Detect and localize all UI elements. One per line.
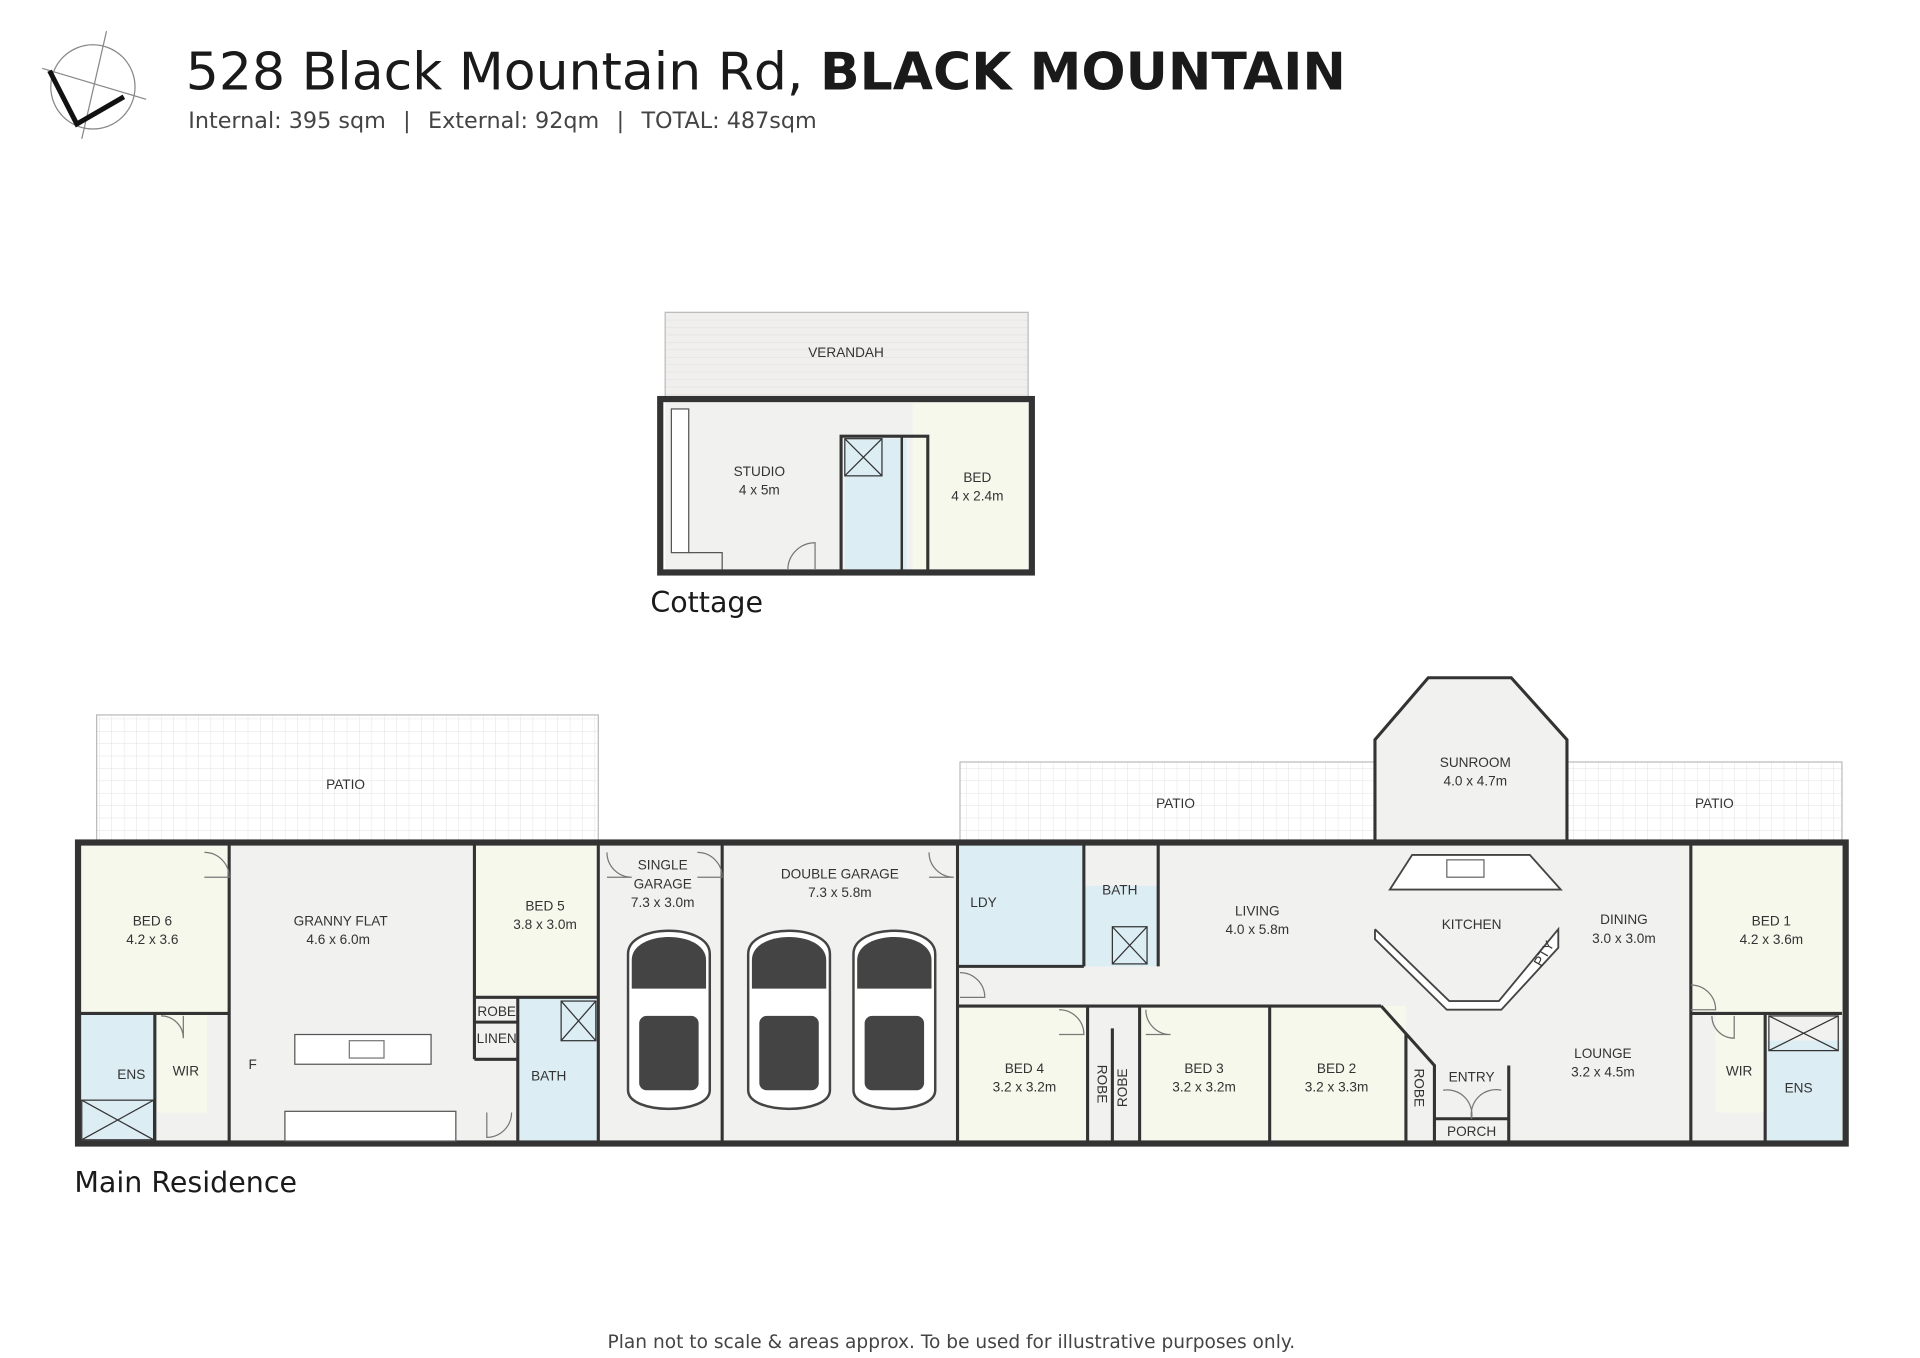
room-label: BED 3	[1184, 1061, 1223, 1076]
room-label: LIVING	[1235, 904, 1280, 919]
room-label: BED 4	[1005, 1061, 1045, 1076]
cottage-plan: VERANDAH STUDIO 4 x 5m BED 4 x 2.4m	[657, 311, 1035, 576]
room-label: GARAGE	[634, 876, 692, 891]
room-label: BED 5	[525, 899, 564, 914]
room-label: VERANDAH	[808, 345, 884, 360]
room-label: KITCHEN	[1442, 917, 1502, 932]
patio-area	[1566, 761, 1843, 844]
room-dims: 3.0 x 3.0m	[1592, 931, 1656, 946]
room-dims: 3.2 x 4.5m	[1571, 1065, 1635, 1080]
room-label: ENTRY	[1449, 1070, 1495, 1085]
room-label: ENS	[1785, 1081, 1813, 1096]
room-label: ROBE	[477, 1004, 516, 1019]
room-label: BED	[963, 470, 991, 485]
car-icon	[852, 929, 937, 1111]
room-label: PATIO	[1156, 796, 1195, 811]
room-label: SINGLE	[638, 858, 688, 873]
room-dims: 4 x 5m	[739, 482, 780, 497]
room-label: STUDIO	[734, 464, 785, 479]
room-label: BATH	[1102, 883, 1137, 898]
room-dims: 4.0 x 5.8m	[1226, 922, 1290, 937]
car-icon	[746, 929, 832, 1111]
logo-icon	[41, 31, 147, 140]
page-title: 528 Black Mountain Rd, BLACK MOUNTAIN	[186, 42, 1346, 102]
area-summary: Internal: 395 sqm|External: 92qm|TOTAL: …	[188, 108, 816, 134]
room-label: DOUBLE GARAGE	[781, 866, 899, 881]
room-label: BED 6	[133, 914, 172, 929]
room-label: PATIO	[326, 777, 365, 792]
room-label: DINING	[1600, 912, 1648, 927]
room-label: LOUNGE	[1574, 1046, 1631, 1061]
room-dims: 3.2 x 3.2m	[1172, 1079, 1236, 1094]
room-dims: 3.8 x 3.0m	[513, 917, 577, 932]
room-label: BED 2	[1317, 1061, 1356, 1076]
room-label: SUNROOM	[1440, 755, 1511, 770]
room-label: PORCH	[1447, 1124, 1496, 1139]
room-label: ENS	[117, 1067, 145, 1082]
room-label: GRANNY FLAT	[294, 914, 388, 929]
room-label: F	[249, 1057, 257, 1072]
room-label: PATIO	[1695, 796, 1734, 811]
disclaimer: Plan not to scale & areas approx. To be …	[608, 1332, 1296, 1353]
room-dims: 4.0 x 4.7m	[1444, 774, 1508, 789]
room-dims: 3.2 x 3.3m	[1305, 1079, 1369, 1094]
cottage-label: Cottage	[650, 586, 763, 619]
room-label: ROBE	[1412, 1068, 1427, 1107]
room-label: BATH	[531, 1068, 566, 1083]
room-dims: 7.3 x 5.8m	[808, 885, 872, 900]
patio-area	[96, 714, 599, 844]
room-dims: 4.6 x 6.0m	[306, 932, 370, 947]
room-label: WIR	[173, 1063, 200, 1078]
room-label: LINEN	[477, 1031, 517, 1046]
room-label: LDY	[970, 895, 996, 910]
room-dims: 7.3 x 3.0m	[631, 895, 695, 910]
main-residence-label: Main Residence	[74, 1166, 297, 1199]
verandah-area	[664, 311, 1029, 403]
room-dims: 3.2 x 3.2m	[993, 1079, 1057, 1094]
car-icon	[626, 929, 712, 1111]
room-dims: 4 x 2.4m	[951, 489, 1003, 504]
main-residence-plan: PATIO BED 6 4.2 x 3.6 GRANNY FLAT 4.6 x …	[74, 676, 1849, 1147]
patio-area	[959, 761, 1376, 844]
room-dims: 4.2 x 3.6m	[1740, 932, 1804, 947]
room-label: BED 1	[1752, 914, 1791, 929]
room-label: WIR	[1726, 1063, 1753, 1078]
room-label: ROBE	[1115, 1068, 1130, 1107]
room-label: ROBE	[1094, 1065, 1109, 1104]
room-dims: 4.2 x 3.6	[126, 932, 178, 947]
